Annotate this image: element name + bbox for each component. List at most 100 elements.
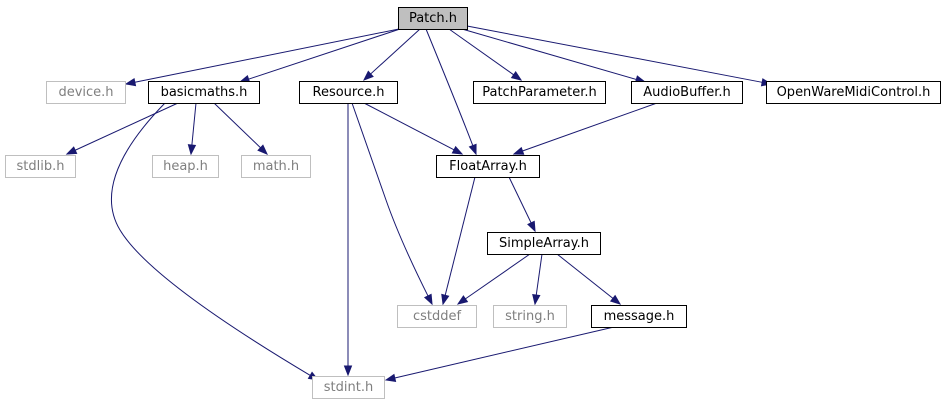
arrowhead-icon: [257, 144, 268, 155]
edge-line: [556, 253, 614, 299]
edge-line: [191, 102, 197, 146]
node-patchparameter[interactable]: PatchParameter.h: [473, 81, 606, 104]
arrowhead-icon: [362, 70, 374, 81]
arrowhead-icon: [65, 146, 78, 155]
edge-line: [351, 102, 429, 297]
node-box: [473, 81, 606, 104]
edge-line: [394, 326, 615, 379]
node-basicmaths[interactable]: basicmaths.h: [148, 81, 260, 104]
edge-simplearray-to-string: [532, 253, 543, 306]
node-label: stdlib.h: [17, 159, 65, 174]
node-floatarray[interactable]: FloatArray.h: [436, 155, 540, 178]
arrowhead-icon: [187, 144, 197, 156]
node-device: device.h: [46, 81, 126, 104]
edge-patch-to-resource: [362, 28, 421, 81]
edge-basicmaths-to-stdlib: [65, 102, 179, 155]
edge-resource-to-stdint: [343, 103, 353, 377]
arrowhead-icon: [510, 71, 523, 81]
edge-line: [444, 176, 476, 296]
edge-simplearray-to-cstddef: [456, 253, 531, 305]
node-label: PatchParameter.h: [482, 85, 597, 100]
node-label: AudioBuffer.h: [643, 85, 731, 100]
edge-patch-to-audiobuffer: [461, 28, 647, 84]
arrowhead-icon: [423, 293, 433, 306]
edge-simplearray-to-message: [556, 253, 622, 305]
node-string: string.h: [493, 305, 567, 328]
edge-audiobuffer-to-floatarray: [512, 102, 658, 155]
arrowhead-icon: [441, 293, 450, 306]
node-box: [493, 305, 567, 328]
edge-resource-to-cstddef: [351, 102, 433, 306]
node-box: [591, 305, 687, 328]
edge-line: [363, 102, 455, 151]
node-label: SimpleArray.h: [499, 236, 589, 251]
arrowhead-icon: [527, 220, 536, 233]
arrowhead-icon: [451, 145, 464, 155]
node-heap: heap.h: [152, 155, 219, 178]
edge-basicmaths-to-math: [213, 102, 268, 155]
node-box: [152, 155, 219, 178]
node-label: message.h: [604, 309, 675, 324]
arrowhead-icon: [468, 143, 477, 156]
node-box: [46, 81, 126, 104]
arrowhead-icon: [384, 373, 397, 382]
edge-line: [535, 253, 543, 296]
arrowhead-icon: [532, 294, 541, 306]
node-patch[interactable]: Patch.h: [398, 7, 468, 30]
node-box: [148, 81, 260, 104]
node-math: math.h: [241, 155, 311, 178]
edge-line: [110, 102, 311, 376]
arrowhead-icon: [456, 295, 469, 305]
node-cstddef: cstddef: [397, 305, 477, 328]
edge-resource-to-floatarray: [363, 102, 464, 155]
node-label: basicmaths.h: [161, 85, 248, 100]
edge-line: [461, 28, 637, 80]
node-label: heap.h: [163, 159, 208, 174]
node-box: [766, 81, 941, 104]
edge-line: [465, 253, 531, 300]
node-box: [312, 376, 385, 399]
edge-floatarray-to-simplearray: [508, 176, 536, 233]
node-resource[interactable]: Resource.h: [299, 81, 398, 104]
edge-patch-to-floatarray: [425, 28, 477, 156]
edge-line: [134, 28, 400, 83]
edge-line: [466, 25, 763, 83]
edge-basicmaths-to-heap: [187, 102, 197, 156]
edge-line: [425, 28, 474, 146]
node-box: [397, 305, 477, 328]
edge-basicmaths-to-stdint: [110, 102, 320, 381]
node-box: [487, 232, 601, 255]
edges-layer: [65, 25, 773, 382]
arrowhead-icon: [343, 365, 353, 377]
node-openwaremidicontrol[interactable]: OpenWareMidiControl.h: [766, 81, 941, 104]
node-label: stdint.h: [324, 380, 373, 395]
node-simplearray[interactable]: SimpleArray.h: [487, 232, 601, 255]
node-box: [436, 155, 540, 178]
node-label: FloatArray.h: [449, 159, 527, 174]
node-message[interactable]: message.h: [591, 305, 687, 328]
edge-line: [213, 102, 261, 149]
edge-line: [508, 176, 532, 224]
node-box: [299, 81, 398, 104]
edge-line: [522, 102, 658, 152]
edge-patch-to-patchparameter: [448, 28, 523, 81]
arrowhead-icon: [512, 146, 525, 155]
edge-patch-to-device: [124, 28, 400, 87]
edge-line: [74, 102, 179, 151]
node-box: [5, 155, 76, 178]
edge-message-to-stdint: [384, 326, 615, 382]
node-audiobuffer[interactable]: AudioBuffer.h: [631, 81, 743, 104]
node-label: math.h: [253, 159, 299, 174]
edge-line: [370, 28, 421, 75]
node-label: device.h: [58, 85, 113, 100]
edge-line: [248, 28, 401, 80]
node-box: [241, 155, 311, 178]
node-label: string.h: [505, 309, 555, 324]
nodes-layer: Patch.h device.h basicmaths.h Resource.h Pat…: [5, 7, 941, 399]
edge-line: [448, 28, 514, 76]
node-label: Patch.h: [409, 11, 457, 26]
node-label: Resource.h: [313, 85, 385, 100]
node-box: [398, 7, 468, 30]
edge-floatarray-to-cstddef: [441, 176, 476, 306]
